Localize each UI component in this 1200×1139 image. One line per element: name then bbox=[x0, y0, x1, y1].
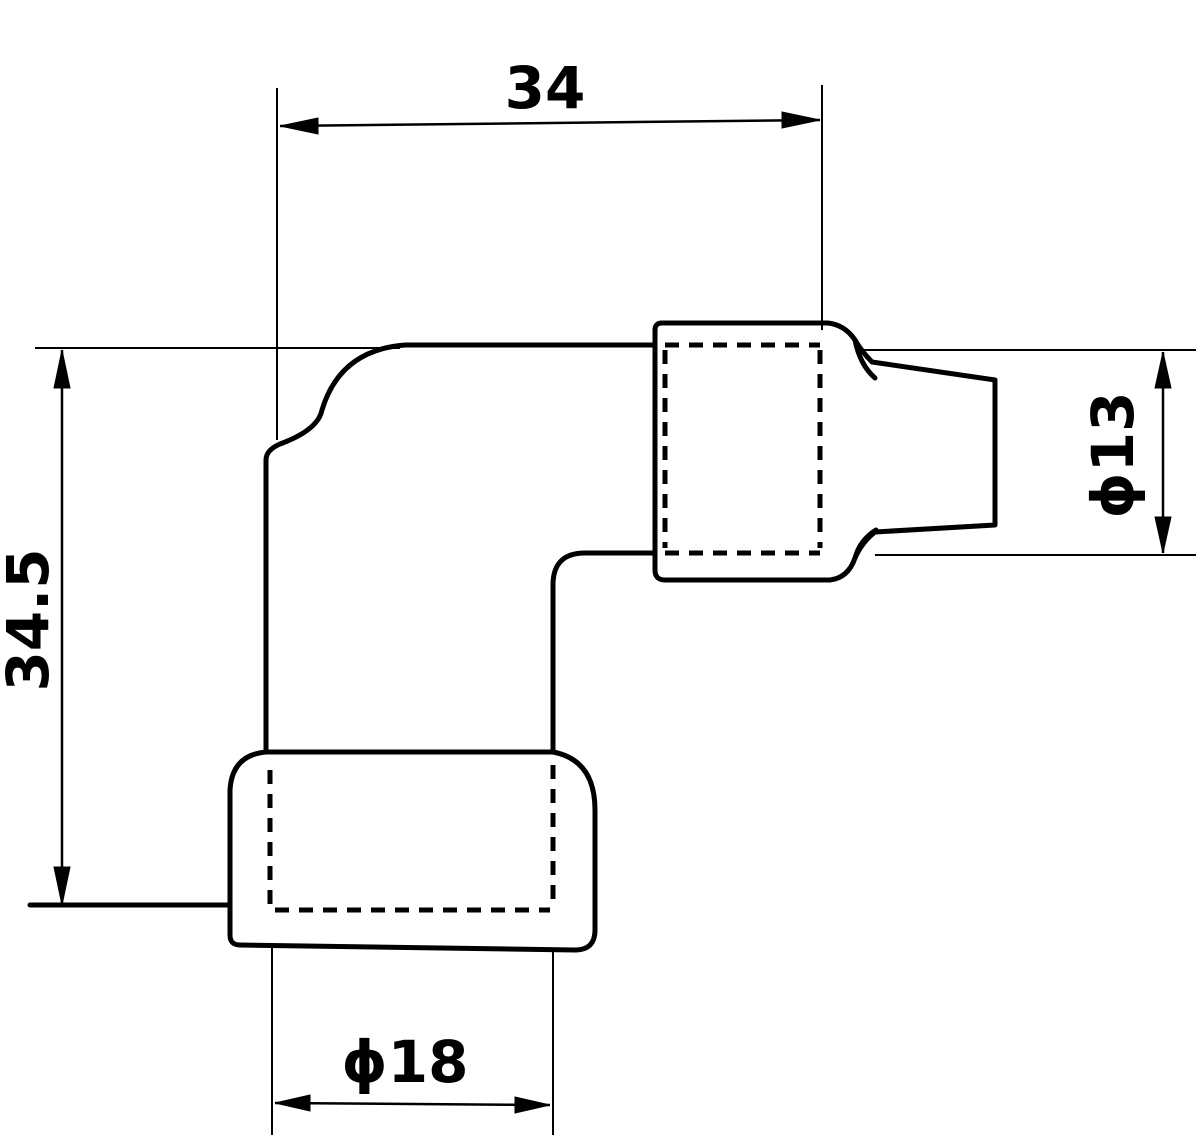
outlet-sleeve-outline bbox=[652, 320, 998, 583]
arrow-head-inlet-right bbox=[514, 1096, 551, 1114]
dimension-line-top bbox=[279, 118, 821, 128]
label-outlet-diameter: ϕ13 bbox=[1079, 392, 1147, 519]
dimension-height: 34.5 bbox=[0, 347, 400, 906]
label-height: 34.5 bbox=[0, 548, 62, 691]
arrow-head-right bbox=[781, 111, 821, 129]
dimension-outlet-diameter: ϕ13 bbox=[860, 349, 1196, 556]
dimension-line-bottom bbox=[274, 1101, 551, 1107]
elbow-outer-contour bbox=[263, 342, 658, 755]
arrow-head-bottom bbox=[53, 866, 71, 906]
arrow-head-outlet-bottom bbox=[1154, 516, 1172, 554]
inlet-hidden-bore bbox=[267, 765, 556, 913]
outlet-taper-inner bbox=[852, 337, 879, 561]
label-top-width: 34 bbox=[505, 54, 586, 122]
arrow-head-left bbox=[279, 117, 319, 135]
outlet-sleeve bbox=[652, 320, 998, 583]
label-inlet-diameter: ϕ18 bbox=[342, 1028, 469, 1096]
dimension-inlet-diameter: ϕ18 bbox=[271, 945, 554, 1135]
elbow-body bbox=[263, 342, 658, 755]
arrow-head-inlet-left bbox=[274, 1094, 311, 1112]
dimension-top-width: 34 bbox=[276, 54, 823, 440]
inlet-sleeve bbox=[27, 749, 598, 953]
elbow-inner-contour bbox=[550, 550, 658, 755]
arrow-head-outlet-top bbox=[1154, 351, 1172, 389]
outlet-hidden-bore bbox=[662, 342, 823, 556]
arrow-head-top bbox=[53, 349, 71, 389]
inlet-sleeve-outline bbox=[227, 749, 598, 953]
